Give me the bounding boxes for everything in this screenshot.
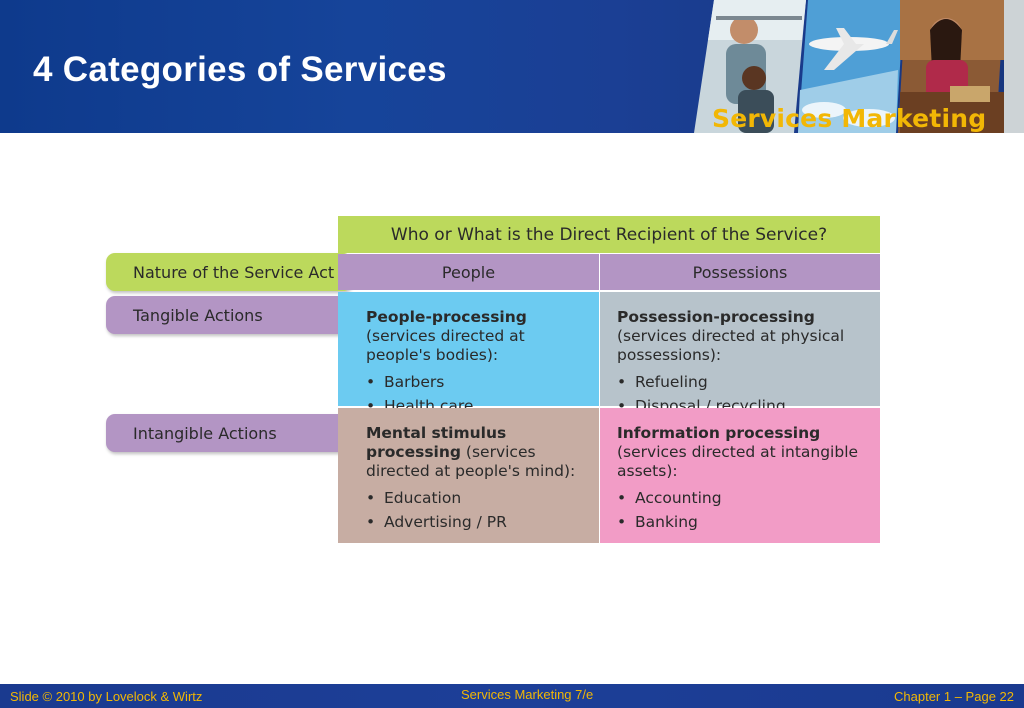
photo-collage-image bbox=[694, 0, 1024, 133]
cell-list: Education Advertising / PR bbox=[366, 486, 587, 534]
footer-page-number: Chapter 1 – Page 22 bbox=[894, 689, 1014, 704]
cell-title: Mental stimulus processing bbox=[366, 424, 507, 461]
list-item: Education bbox=[366, 486, 587, 510]
photo-collage-receptionist-icon bbox=[898, 0, 1004, 133]
footer-book-title: Services Marketing 7/e bbox=[461, 687, 594, 702]
list-item: Refueling bbox=[617, 370, 868, 394]
information-processing-cell: Information processing (services directe… bbox=[600, 408, 880, 543]
tangible-actions-label: Tangible Actions bbox=[106, 296, 352, 334]
people-processing-cell: People-processing (services directed at … bbox=[338, 292, 599, 418]
cell-description: (services directed at people's mind): bbox=[366, 443, 576, 480]
mental-stimulus-processing-cell: Mental stimulus processing (services dir… bbox=[338, 408, 599, 543]
column-header-people: People bbox=[338, 254, 599, 290]
photo-collage bbox=[694, 0, 1024, 133]
slide-footer: Slide © 2010 by Lovelock & Wirtz Service… bbox=[0, 684, 1024, 708]
slide-title: 4 Categories of Services bbox=[33, 50, 447, 89]
column-header-possessions: Possessions bbox=[600, 254, 880, 290]
intangible-actions-label: Intangible Actions bbox=[106, 414, 352, 452]
cell-description: (services directed at physical possessio… bbox=[617, 327, 845, 364]
possession-processing-cell: Possession-processing (services directed… bbox=[600, 292, 880, 418]
list-item: Accounting bbox=[617, 486, 868, 510]
cell-description: (services directed at people's bodies): bbox=[366, 327, 525, 364]
list-item: Barbers bbox=[366, 370, 587, 394]
list-item: Banking bbox=[617, 510, 868, 534]
photo-collage-airplane-icon bbox=[798, 0, 904, 133]
list-item: Advertising / PR bbox=[366, 510, 587, 534]
brand-text: Services Marketing bbox=[712, 104, 987, 133]
cell-title: People-processing bbox=[366, 308, 527, 326]
cell-title: Information processing bbox=[617, 424, 821, 442]
photo-collage-fitness-icon bbox=[694, 0, 806, 133]
footer-copyright: Slide © 2010 by Lovelock & Wirtz bbox=[10, 689, 203, 704]
cell-description: (services directed at intangible assets)… bbox=[617, 443, 859, 480]
cell-list: Accounting Banking bbox=[617, 486, 868, 534]
cell-title: Possession-processing bbox=[617, 308, 815, 326]
nature-of-service-act-label: Nature of the Service Act bbox=[106, 253, 352, 291]
direct-recipient-header: Who or What is the Direct Recipient of t… bbox=[338, 216, 880, 253]
slide-header: 4 Categories of Services bbox=[0, 0, 1024, 133]
